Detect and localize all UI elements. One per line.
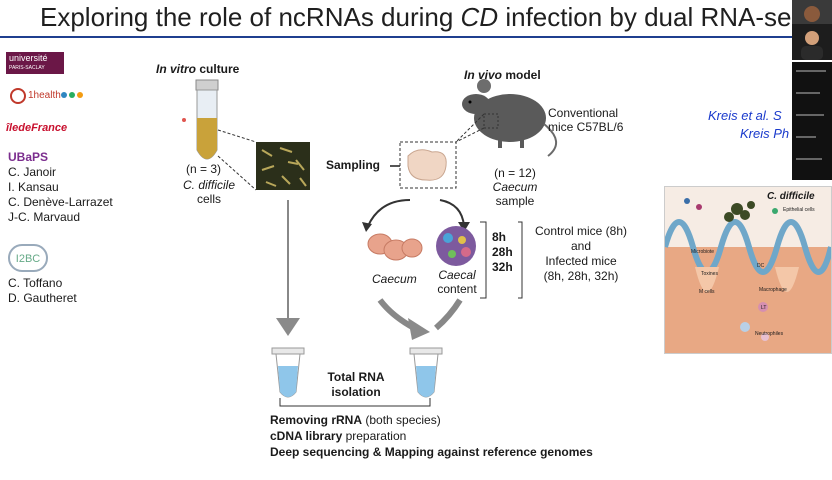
member-name: C. Janoir: [8, 165, 57, 179]
timepoints-list: 8h 28h 32h: [492, 230, 513, 275]
reference-2[interactable]: Kreis Ph: [740, 126, 790, 141]
ubaps-team-heading: UBaPS: [8, 150, 49, 164]
label-dc: DC: [757, 263, 765, 269]
culture-tube-icon: [195, 79, 219, 160]
step-cdna-library: cDNA library preparation: [270, 429, 407, 443]
label-lt: LT: [761, 305, 767, 311]
intestine-villi-graphic: [665, 198, 831, 353]
step-remove-rrna: Removing rRNA (both species): [270, 413, 441, 427]
member-name: I. Kansau: [8, 180, 59, 194]
processing-steps: Removing rRNA (both species) cDNA librar…: [270, 412, 593, 460]
arrow-converge-1: [377, 298, 416, 331]
arrow-converge-2: [434, 298, 463, 331]
sampling-label: Sampling: [326, 158, 381, 172]
label-mcells: M cells: [699, 289, 715, 295]
i2bc-logo: I2BC: [8, 244, 48, 272]
member-name: D. Gautheret: [8, 291, 77, 305]
diagram-title: C. difficile: [767, 191, 815, 202]
video-thumbnail-2[interactable]: [792, 24, 832, 60]
label-epithelial: Epithelial cells: [783, 207, 815, 213]
marker-dot: [182, 118, 186, 122]
chat-lines-icon: [796, 70, 826, 160]
label-microbiote: Microbiote: [691, 249, 715, 255]
in-vitro-heading: In vitro culture: [156, 62, 240, 76]
rna-merge-bracket: [279, 398, 431, 407]
arrow-to-caecum: [367, 199, 411, 227]
in-vitro-sample-count: (n = 3): [186, 162, 222, 176]
caecum-tissue-icon: [367, 233, 423, 261]
one-health-dots-icon: [61, 92, 83, 98]
caecum-label: Caecum: [372, 272, 417, 286]
one-health-icon: [10, 88, 26, 104]
bacteria-rods: [261, 147, 307, 187]
label-neutrophiles: Neutrophiles: [755, 331, 784, 337]
caecal-content-icon: [436, 226, 476, 266]
rna-tube-left-icon: [271, 347, 305, 398]
timepoint-bracket: [480, 221, 487, 299]
caecum-sample-icon: [407, 149, 447, 181]
mice-groups-label: Control mice (8h)and Infected mice(8h, 2…: [534, 224, 628, 283]
member-name: C. Toffano: [8, 276, 63, 290]
mouse-icon: [462, 79, 557, 157]
member-name: J-C. Marvaud: [8, 210, 81, 224]
title-underline: [0, 36, 832, 38]
ubaps-members: C. Janoir I. Kansau C. Denève-Larrazet J…: [8, 165, 113, 225]
slide-title: Exploring the role of ncRNAs during CD i…: [40, 2, 792, 32]
timepoint: 28h: [492, 245, 513, 259]
i2bc-members: C. Toffano D. Gautheret: [8, 276, 77, 306]
one-health-logo: 1health: [8, 84, 92, 110]
label-macrophage: Macrophage: [759, 287, 787, 293]
label-toxines: Toxines: [701, 271, 718, 277]
timepoint: 32h: [492, 260, 513, 274]
reference-1[interactable]: Kreis et al. S: [708, 108, 782, 123]
intestine-infection-diagram: C. difficile Epithelial cells Microbiote…: [664, 186, 832, 354]
ile-de-france-logo: îledeFrance: [6, 122, 68, 134]
rna-tube-right-icon: [409, 347, 443, 398]
timepoint: 8h: [492, 230, 507, 244]
step-sequencing: Deep sequencing & Mapping against refere…: [270, 445, 593, 459]
member-name: C. Denève-Larrazet: [8, 195, 113, 209]
video-chat-panel[interactable]: [792, 62, 832, 180]
in-vivo-heading: In vivo model: [464, 68, 541, 82]
participant-avatar-icon: [801, 31, 823, 60]
